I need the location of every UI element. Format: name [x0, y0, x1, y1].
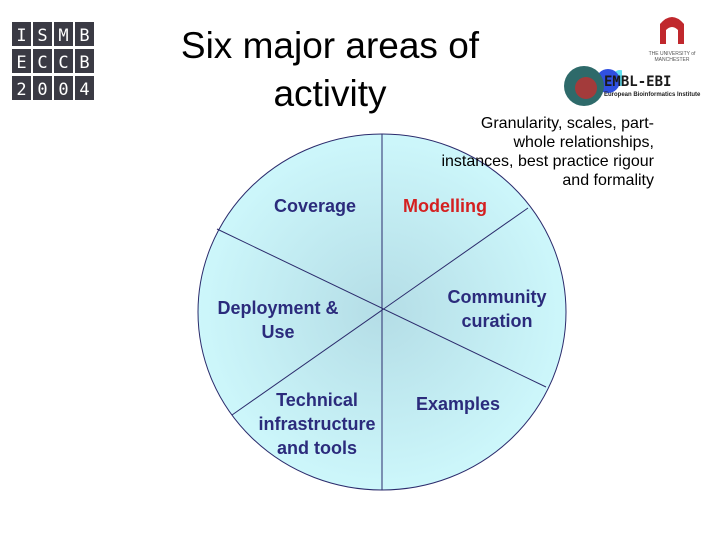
svg-text:C: C [58, 53, 68, 73]
svg-text:0: 0 [37, 80, 47, 100]
segment-technical-infrastructure: Technical infrastructure and tools [258, 390, 376, 458]
segment-deployment-use: Deployment & Use [217, 298, 339, 342]
segment-coverage: Coverage [273, 196, 357, 216]
segment-modelling: Modelling [403, 196, 487, 216]
modelling-note: Granularity, scales, part-whole relation… [441, 115, 654, 189]
ebi-spheres-icon [564, 66, 622, 106]
svg-text:4: 4 [79, 80, 89, 100]
svg-text:M: M [58, 26, 68, 46]
segment-examples: Examples [415, 394, 501, 414]
svg-text:S: S [37, 26, 47, 46]
svg-text:B: B [79, 53, 89, 73]
svg-text:E: E [16, 53, 26, 73]
svg-text:C: C [37, 53, 47, 73]
manchester-crest-icon [660, 17, 684, 44]
svg-text:2: 2 [16, 80, 26, 100]
university-of-manchester-logo: THE UNIVERSITY of MANCHESTER [642, 10, 702, 70]
segment-community-curation: Community curation [447, 287, 547, 331]
divider-diagonal-2 [231, 207, 529, 416]
svg-text:I: I [16, 26, 26, 46]
slide-title: Six major areas of activity [180, 25, 480, 114]
svg-text:B: B [79, 26, 89, 46]
divider-diagonal-1 [216, 228, 547, 388]
svg-text:0: 0 [58, 80, 68, 100]
embl-ebi-logo: EMBL-EBI European Bioinformatics Institu… [562, 64, 720, 112]
